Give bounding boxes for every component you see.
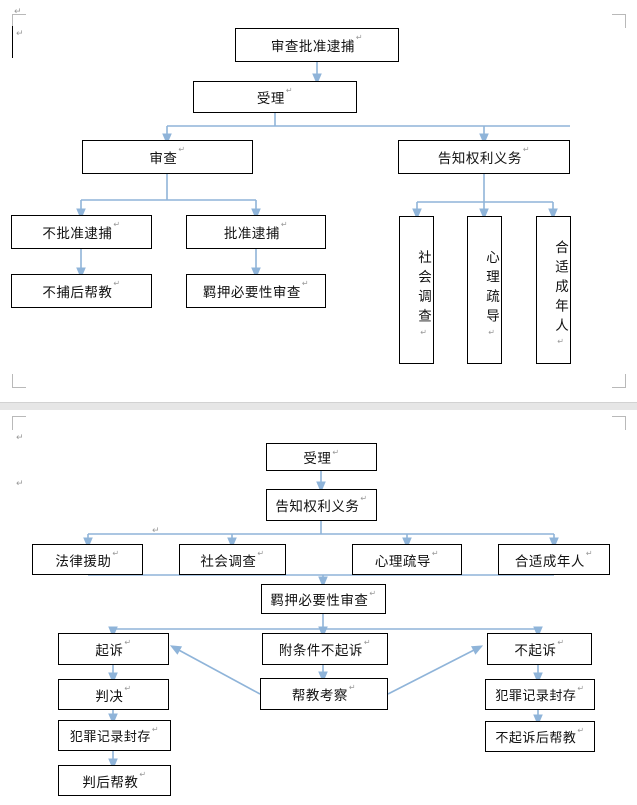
node-label: 判决 bbox=[95, 688, 124, 705]
paragraph-mark: ↵ bbox=[16, 29, 24, 39]
paragraph-mark: ↵ bbox=[577, 684, 585, 693]
node-label: 受理 bbox=[256, 91, 285, 107]
node-label: 不捕后帮教 bbox=[42, 285, 113, 301]
paragraph-mark: ↵ bbox=[301, 279, 310, 288]
node-label: 合适成年人 bbox=[552, 239, 568, 338]
paragraph-mark: ↵ bbox=[285, 86, 294, 95]
node-犯罪记录封存-right[interactable]: 犯罪记录封存 ↵ bbox=[485, 679, 595, 710]
paragraph-mark: ↵ bbox=[360, 494, 368, 503]
crop-mark-bottom-left bbox=[12, 374, 26, 388]
paragraph-mark: ↵ bbox=[178, 145, 186, 154]
edge-observation-to-nonprosecute bbox=[387, 645, 484, 695]
text-cursor bbox=[12, 26, 13, 58]
paragraph-mark: ↵ bbox=[139, 770, 147, 779]
node-label: 审查 bbox=[149, 151, 178, 167]
node-label: 犯罪记录封存 bbox=[495, 689, 577, 704]
node-label: 犯罪记录封存 bbox=[69, 730, 151, 745]
paragraph-mark: ↵ bbox=[557, 638, 565, 647]
node-受理[interactable]: 受理 ↵ bbox=[266, 443, 377, 471]
node-label: 附条件不起诉 bbox=[278, 643, 363, 659]
node-不捕后帮教[interactable]: 不捕后帮教 ↵ bbox=[11, 274, 152, 308]
paragraph-mark: ↵ bbox=[557, 337, 570, 347]
paragraph-mark: ↵ bbox=[363, 638, 372, 647]
paragraph-mark: ↵ bbox=[113, 220, 121, 229]
node-label: 羁押必要性审查 bbox=[202, 285, 301, 301]
node-告知权利义务[interactable]: 告知权利义务 ↵ bbox=[398, 140, 570, 174]
paragraph-mark: ↵ bbox=[280, 220, 289, 229]
node-合适成年人[interactable]: 合适成年人 ↵ bbox=[498, 544, 610, 575]
node-label: 心理疏导 bbox=[483, 249, 499, 328]
node-合适成年人[interactable]: 合适成年人 ↵ bbox=[536, 216, 571, 364]
node-判后帮教[interactable]: 判后帮教 ↵ bbox=[58, 765, 171, 796]
paragraph-mark: ↵ bbox=[152, 526, 160, 536]
paragraph-mark: ↵ bbox=[522, 145, 531, 154]
node-法律援助[interactable]: 法律援助 ↵ bbox=[32, 544, 143, 575]
node-判决[interactable]: 判决 ↵ bbox=[58, 679, 169, 710]
paragraph-mark: ↵ bbox=[348, 683, 357, 692]
paragraph-mark: ↵ bbox=[113, 279, 121, 288]
node-心理疏导[interactable]: 心理疏导 ↵ bbox=[467, 216, 502, 364]
node-label: 判后帮教 bbox=[82, 774, 139, 791]
paragraph-mark: ↵ bbox=[112, 549, 120, 558]
node-审查批准逮捕[interactable]: 审查批准逮捕 ↵ bbox=[235, 28, 399, 62]
node-帮教考察[interactable]: 帮教考察 ↵ bbox=[260, 678, 388, 710]
paragraph-mark: ↵ bbox=[124, 684, 132, 693]
crop-mark-bottom-right bbox=[612, 374, 626, 388]
node-羁押必要性审查[interactable]: 羁押必要性审查 ↵ bbox=[261, 584, 386, 614]
document-page-1: ↵ ↵ bbox=[0, 0, 637, 402]
page1-connectors bbox=[76, 62, 570, 279]
node-label: 不起诉 bbox=[514, 643, 557, 659]
node-label: 羁押必要性审查 bbox=[270, 593, 369, 609]
node-起诉[interactable]: 起诉 ↵ bbox=[58, 633, 169, 665]
node-label: 批准逮捕 bbox=[223, 226, 280, 242]
paragraph-mark: ↵ bbox=[431, 549, 440, 558]
crop-mark-top-right bbox=[612, 416, 626, 430]
node-label: 不批准逮捕 bbox=[42, 226, 113, 242]
node-label: 法律援助 bbox=[55, 553, 112, 570]
paragraph-mark: ↵ bbox=[151, 725, 160, 734]
paragraph-mark: ↵ bbox=[355, 33, 364, 42]
node-label: 不起诉后帮教 bbox=[495, 731, 577, 746]
node-label: 帮教考察 bbox=[291, 688, 348, 704]
document-page-2: ↵ ↵ ↵ bbox=[0, 410, 637, 805]
node-心理疏导[interactable]: 心理疏导 ↵ bbox=[352, 544, 462, 575]
node-不批准逮捕[interactable]: 不批准逮捕 ↵ bbox=[11, 215, 152, 249]
paragraph-mark: ↵ bbox=[332, 448, 340, 457]
paragraph-mark: ↵ bbox=[257, 549, 265, 558]
node-label: 审查批准逮捕 bbox=[270, 39, 355, 55]
node-告知权利义务[interactable]: 告知权利义务 ↵ bbox=[266, 489, 377, 521]
node-label: 受理 bbox=[303, 451, 332, 467]
paragraph-mark: ↵ bbox=[585, 549, 594, 558]
paragraph-mark: ↵ bbox=[577, 726, 585, 735]
paragraph-mark: ↵ bbox=[369, 589, 377, 598]
edge-observation-to-prosecute bbox=[169, 645, 261, 695]
node-附条件不起诉[interactable]: 附条件不起诉 ↵ bbox=[262, 633, 388, 665]
page2-connectors bbox=[83, 471, 559, 770]
paragraph-mark: ↵ bbox=[488, 327, 501, 337]
paragraph-mark: ↵ bbox=[14, 7, 22, 17]
node-不起诉[interactable]: 不起诉 ↵ bbox=[487, 633, 592, 665]
paragraph-mark: ↵ bbox=[124, 638, 132, 647]
node-犯罪记录封存-left[interactable]: 犯罪记录封存 ↵ bbox=[58, 720, 171, 751]
node-社会调查[interactable]: 社会调查 ↵ bbox=[399, 216, 434, 364]
crop-mark-top-left bbox=[12, 14, 26, 28]
paragraph-mark: ↵ bbox=[420, 327, 433, 337]
node-label: 起诉 bbox=[95, 643, 124, 659]
node-label: 合适成年人 bbox=[514, 553, 585, 570]
node-羁押必要性审查[interactable]: 羁押必要性审查 ↵ bbox=[186, 274, 326, 308]
crop-mark-top-right bbox=[612, 14, 626, 28]
node-受理[interactable]: 受理 ↵ bbox=[193, 81, 357, 113]
crop-mark-top-left bbox=[12, 416, 26, 430]
node-label: 社会调查 bbox=[415, 249, 431, 328]
paragraph-mark: ↵ bbox=[16, 433, 24, 443]
node-审查[interactable]: 审查 ↵ bbox=[82, 140, 253, 174]
node-label: 心理疏导 bbox=[374, 553, 431, 570]
node-批准逮捕[interactable]: 批准逮捕 ↵ bbox=[186, 215, 326, 249]
node-label: 告知权利义务 bbox=[275, 499, 360, 515]
node-社会调查[interactable]: 社会调查 ↵ bbox=[179, 544, 286, 575]
node-不起诉后帮教[interactable]: 不起诉后帮教 ↵ bbox=[485, 721, 595, 752]
node-label: 告知权利义务 bbox=[437, 151, 522, 167]
node-label: 社会调查 bbox=[200, 553, 257, 570]
paragraph-mark: ↵ bbox=[16, 479, 24, 489]
